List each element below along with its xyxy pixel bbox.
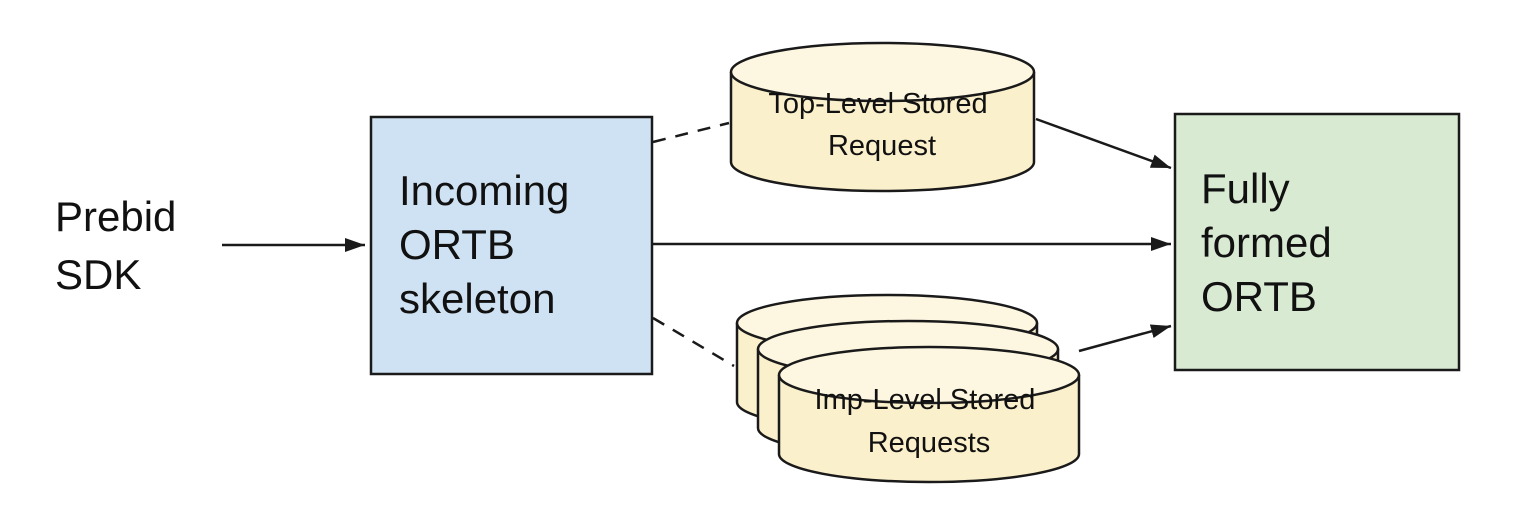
label-line: Prebid: [55, 193, 176, 240]
connector-incoming-to-imp-level-dashed: [652, 316, 735, 368]
imp-level-cylinder-front-top: [777, 345, 1081, 405]
fully-formed-ortb-label: Fully formed ORTB: [1201, 165, 1343, 320]
top-level-cylinder-top: [729, 41, 1036, 103]
imp-level-stored-requests-label: Imp-Level Stored Requests: [815, 384, 1044, 459]
node-incoming-ortb-skeleton: Incoming ORTB skeleton: [369, 115, 654, 376]
label-line: Fully: [1201, 165, 1290, 212]
label-line: ORTB: [399, 221, 515, 268]
label-line: SDK: [55, 251, 141, 298]
top-level-cylinder-body: [729, 72, 1036, 193]
node-top-level-stored-request: Top-Level Stored Request: [729, 41, 1036, 193]
imp-level-cylinder-front-body: [777, 375, 1081, 484]
node-imp-level-stored-requests: Imp-Level Stored Requests: [735, 293, 1081, 484]
label-line: Request: [828, 130, 936, 162]
label-line: skeleton: [399, 275, 555, 322]
connector-imp-level-to-fully-formed: [1078, 324, 1172, 353]
connector-incoming-to-top-level-dashed: [652, 121, 730, 144]
label-line: Requests: [868, 427, 991, 459]
top-level-stored-request-label: Top-Level Stored Request: [768, 88, 995, 162]
fully-formed-ortb-box: [1173, 112, 1461, 372]
node-fully-formed-ortb: Fully formed ORTB: [1173, 112, 1461, 372]
connector-top-level-to-fully-formed: [1035, 117, 1172, 170]
incoming-ortb-label: Incoming ORTB skeleton: [399, 167, 581, 322]
label-line: Imp-Level Stored: [815, 384, 1036, 416]
label-line: Incoming: [399, 167, 569, 214]
prebid-sdk-label: Prebid SDK: [55, 193, 188, 298]
label-line: Top-Level Stored: [768, 88, 987, 120]
incoming-ortb-box: [369, 115, 654, 376]
label-line: formed: [1201, 219, 1332, 266]
label-line: ORTB: [1201, 273, 1317, 320]
